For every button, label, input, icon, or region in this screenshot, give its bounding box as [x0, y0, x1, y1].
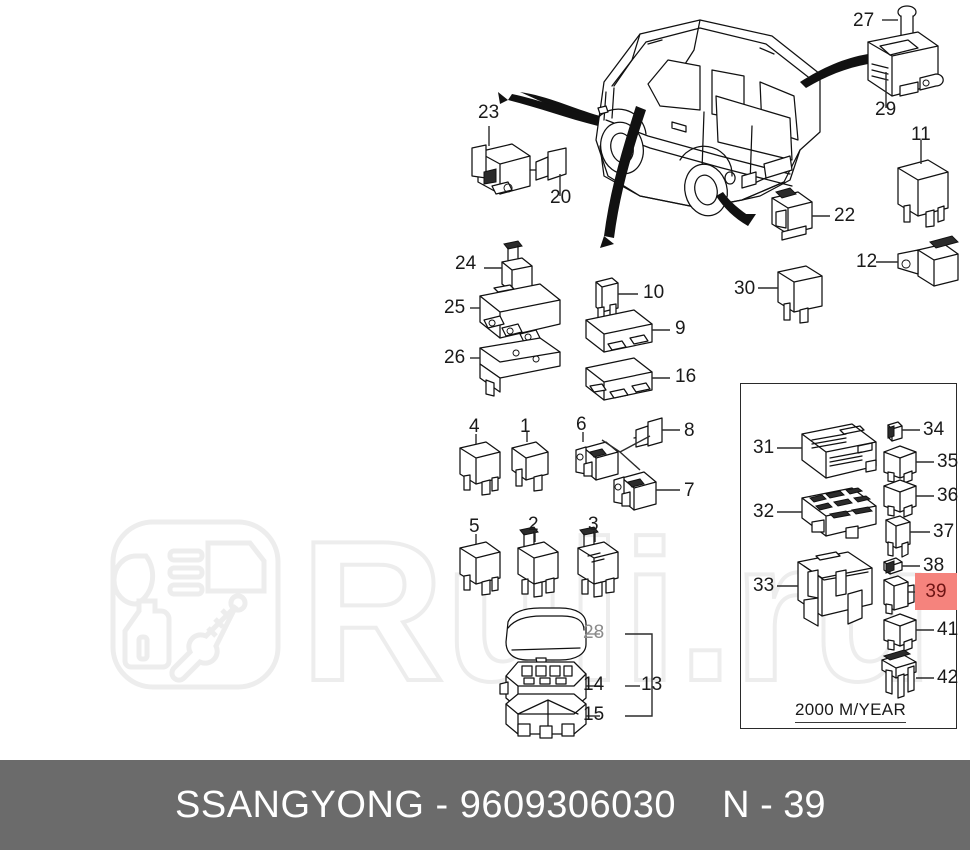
footer-bar: SSANGYONG - 9609306030 N - 39: [0, 760, 970, 850]
panel-callout-31: 31: [753, 437, 775, 458]
panel-callout-32: 32: [753, 501, 775, 522]
callout-30: 30: [734, 278, 756, 299]
part-20-bolt: [529, 147, 567, 196]
callout-6: 6: [576, 414, 587, 435]
callout-5: 5: [469, 516, 480, 537]
part-42-connector: [881, 649, 934, 699]
part-1-relay: [511, 432, 549, 492]
vehicle-leader-curves: [498, 52, 882, 248]
callout-12: 12: [856, 251, 878, 272]
part-37-relay-tall: [885, 515, 930, 558]
vehicle-illustration: [595, 19, 821, 217]
callout-4: 4: [469, 416, 480, 437]
callout-10: 10: [643, 282, 665, 303]
detail-panel-2000-model-year: [740, 383, 957, 729]
panel-callout-35: 35: [937, 451, 959, 472]
callout-26: 26: [444, 347, 466, 368]
part-33-fuse-box-housing: [777, 551, 873, 627]
part-35-relay-cube: [883, 445, 934, 484]
part-5-relay: [459, 534, 501, 596]
callout-24: 24: [455, 253, 477, 274]
panel-callout-34: 34: [923, 419, 945, 440]
panel-callout-36: 36: [937, 485, 959, 506]
part-23-switch-module: [471, 126, 531, 195]
part-34-clip: [887, 421, 920, 442]
callout-29: 29: [875, 99, 897, 120]
part-8-bolt: [633, 417, 680, 448]
panel-callout-39-label: 39: [925, 580, 947, 602]
footer-brand-part-number: SSANGYONG - 9609306030: [175, 783, 677, 826]
part-30-relay: [758, 265, 823, 324]
part-11-relay: [897, 140, 949, 228]
part-4-relay: [459, 434, 501, 496]
callout-14: 14: [583, 674, 605, 695]
part-31-fuse-box-cover: [777, 423, 877, 479]
part-26-mounting-bracket: [470, 337, 561, 397]
callout-9: 9: [675, 318, 686, 339]
callout-1: 1: [520, 416, 531, 437]
footer-page-number: N - 39: [722, 783, 826, 826]
part-41-relay-cube: [883, 613, 934, 652]
callout-16: 16: [675, 366, 697, 387]
callout-22: 22: [834, 205, 856, 226]
callout-25: 25: [444, 297, 466, 318]
callout-28: 28: [583, 622, 605, 643]
part-39-relay-block: [883, 575, 918, 615]
callout-7: 7: [684, 480, 695, 501]
part-36-relay-cube: [883, 479, 934, 518]
callout-15: 15: [583, 704, 605, 725]
part-2-relay: [517, 526, 559, 598]
model-year-label: 2000 M/YEAR: [795, 700, 907, 723]
callout-8: 8: [684, 420, 695, 441]
part-12-relay-bracket: [876, 235, 959, 287]
part-29-control-module: [867, 31, 944, 108]
callout-3: 3: [588, 514, 599, 535]
panel-callout-33: 33: [753, 575, 775, 596]
callout-27: 27: [853, 10, 875, 31]
callout-11: 11: [911, 124, 931, 145]
callout-2: 2: [528, 514, 539, 535]
part-9-module: [585, 309, 670, 353]
part-3-relay: [577, 526, 619, 598]
part-38-clip: [883, 557, 920, 575]
callout-13: 13: [641, 674, 663, 695]
part-16-module: [585, 357, 670, 401]
part-6-relay-bracket: [575, 432, 619, 481]
callout-20: 20: [550, 187, 572, 208]
panel-callout-37: 37: [933, 521, 955, 542]
part-22-relay-bracket: [771, 187, 830, 241]
panel-callout-41: 41: [937, 619, 959, 640]
part-32-fuse-box-pcb: [777, 487, 877, 539]
part-15-fuse-box-lower-housing: [505, 693, 600, 739]
panel-callout-42: 42: [937, 667, 959, 688]
panel-callout-38: 38: [923, 555, 945, 576]
part-25-control-unit: [470, 283, 561, 343]
exploded-parts-illustration: .ln{fill:none;stroke:#111;stroke-width:1…: [459, 5, 959, 739]
callout-23: 23: [478, 102, 500, 123]
part-7-relay-bracket: [601, 435, 680, 511]
bracket-13: [625, 633, 653, 717]
panel-callout-39-highlighted: 39: [915, 573, 957, 610]
